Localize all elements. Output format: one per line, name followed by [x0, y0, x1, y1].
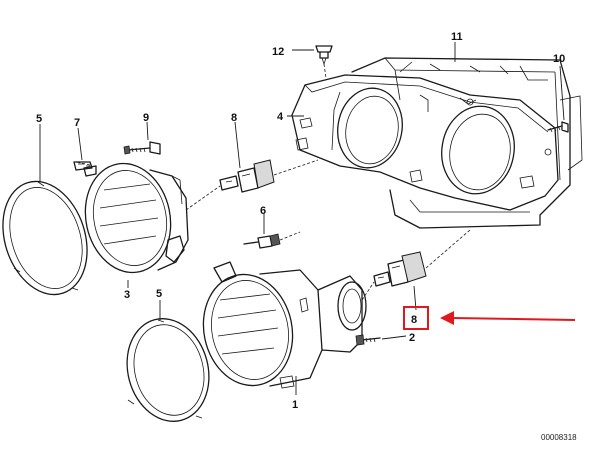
parking-bulb-part-6: 6 [243, 205, 281, 249]
headlight-unit-part-1: 1 [202, 261, 367, 411]
callout-8-upper: 8 [231, 112, 237, 124]
highlight-arrow [451, 317, 576, 321]
adjusting-screw-part-9: 9 [123, 112, 161, 155]
callout-7: 7 [74, 117, 80, 129]
bulb-lower-part-8 [373, 251, 427, 311]
callout-1: 1 [292, 399, 298, 411]
trim-ring-lower-part-5: 5 [126, 288, 210, 422]
callout-4: 4 [277, 111, 284, 123]
highlight-callout-8: 8 [403, 306, 576, 330]
catalog-number: 00008318 [541, 433, 577, 442]
highlight-arrow-head [440, 311, 454, 325]
callout-8-lower: 8 [411, 314, 417, 326]
rear-panel-part-11 [351, 57, 583, 229]
callout-11: 11 [451, 31, 463, 43]
callout-12: 12 [272, 46, 284, 58]
adjuster-part-7: 7 [73, 117, 93, 171]
callout-2: 2 [409, 332, 415, 344]
callout-10: 10 [553, 53, 565, 65]
screw-part-2: 2 [355, 332, 415, 346]
highlight-box [403, 306, 429, 330]
bulb-upper-part-8: 8 [219, 112, 275, 193]
trim-ring-upper-part-5: 5 [2, 113, 88, 296]
clip-part-12: 12 [272, 45, 333, 66]
screw-part-10: 10 [547, 53, 569, 133]
callout-6: 6 [260, 205, 266, 217]
headlight-housing-part-4 [291, 74, 559, 211]
callout-9: 9 [143, 112, 149, 124]
callout-3: 3 [124, 289, 130, 301]
callout-5-lower: 5 [156, 288, 162, 300]
headlight-lens-part-3: 3 [83, 162, 189, 301]
callout-5-upper: 5 [36, 113, 42, 125]
